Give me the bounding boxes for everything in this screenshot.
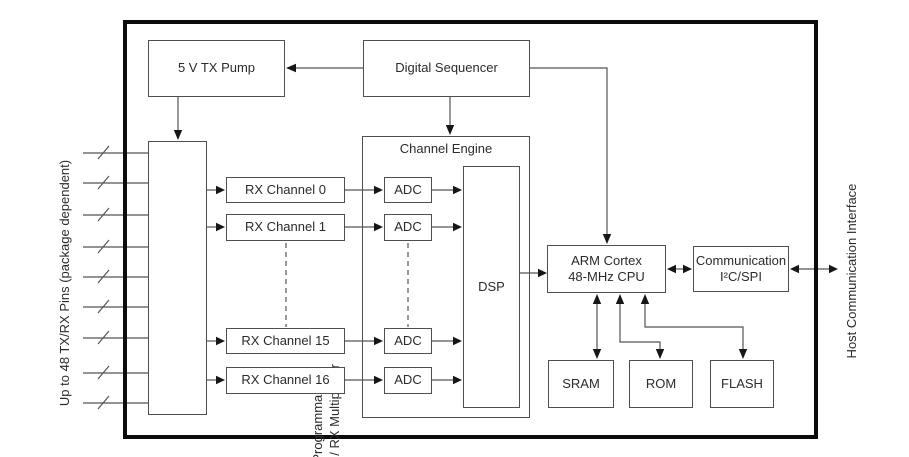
adc-0-label: ADC [394, 181, 422, 197]
block-sram: SRAM [548, 360, 614, 408]
rx-channel-15-label: RX Channel 15 [241, 332, 330, 348]
block-adc-1: ADC [384, 214, 432, 241]
rx-channel-0-label: RX Channel 0 [245, 181, 326, 197]
block-rom: ROM [629, 360, 693, 408]
communication-label: Communication I²C/SPI [695, 252, 787, 284]
pin-lines [83, 145, 148, 410]
block-communication: Communication I²C/SPI [693, 246, 789, 292]
wire-adc-to-dsp [432, 185, 462, 385]
block-dsp: DSP [463, 166, 520, 408]
arm-cpu-label: ARM Cortex 48-MHz CPU [568, 252, 645, 284]
wire-rx-to-adc [345, 185, 383, 385]
block-adc-0: ADC [384, 177, 432, 203]
wire-sequencer-to-channel-engine [445, 97, 455, 135]
wire-cpu-sram-bidirectional [592, 294, 602, 359]
wire-sequencer-to-cpu [530, 67, 612, 244]
adc-16-label: ADC [394, 372, 422, 388]
block-adc-16: ADC [384, 367, 432, 394]
block-arm-cpu: ARM Cortex 48-MHz CPU [547, 245, 666, 293]
rx-channel-16-label: RX Channel 16 [241, 372, 330, 388]
channel-engine-label: Channel Engine [399, 141, 493, 156]
block-adc-15: ADC [384, 328, 432, 354]
rom-label: ROM [645, 375, 677, 391]
ellipsis-dashed-lines [285, 243, 409, 327]
block-flash: FLASH [710, 360, 774, 408]
wire-cpu-comm-bidirectional [667, 264, 692, 274]
flash-label: FLASH [721, 375, 763, 391]
block-rx-channel-1: RX Channel 1 [226, 214, 345, 241]
block-rx-channel-15: RX Channel 15 [226, 328, 345, 354]
wire-comm-host-bidirectional [790, 264, 838, 274]
adc-15-label: ADC [394, 332, 422, 348]
sram-label: SRAM [562, 375, 600, 391]
rx-channel-1-label: RX Channel 1 [245, 219, 326, 235]
tx-pump-label: 5 V TX Pump [177, 60, 256, 76]
left-pins-annotation: Up to 48 TX/RX Pins (package dependent) [57, 159, 72, 407]
block-digital-sequencer: Digital Sequencer [363, 40, 530, 97]
dsp-label: DSP [478, 278, 505, 294]
adc-1-label: ADC [394, 219, 422, 235]
block-rx-channel-0: RX Channel 0 [226, 177, 345, 203]
block-5v-tx-pump: 5 V TX Pump [148, 40, 285, 97]
wire-cpu-rom-bidirectional [615, 294, 665, 359]
host-interface-annotation: Host Communication Interface [844, 183, 859, 359]
digital-sequencer-label: Digital Sequencer [395, 60, 498, 76]
wire-mux-to-rx [207, 185, 225, 385]
wire-cpu-flash-bidirectional [640, 294, 748, 359]
wire-sequencer-to-pump [286, 63, 363, 73]
wire-pump-to-mux [173, 97, 183, 140]
block-rx-channel-16: RX Channel 16 [226, 367, 345, 394]
block-channel-engine: Channel Engine [362, 136, 530, 418]
block-tx-rx-multiplexer: Programmable TX / RX Multiplexer [148, 141, 342, 457]
